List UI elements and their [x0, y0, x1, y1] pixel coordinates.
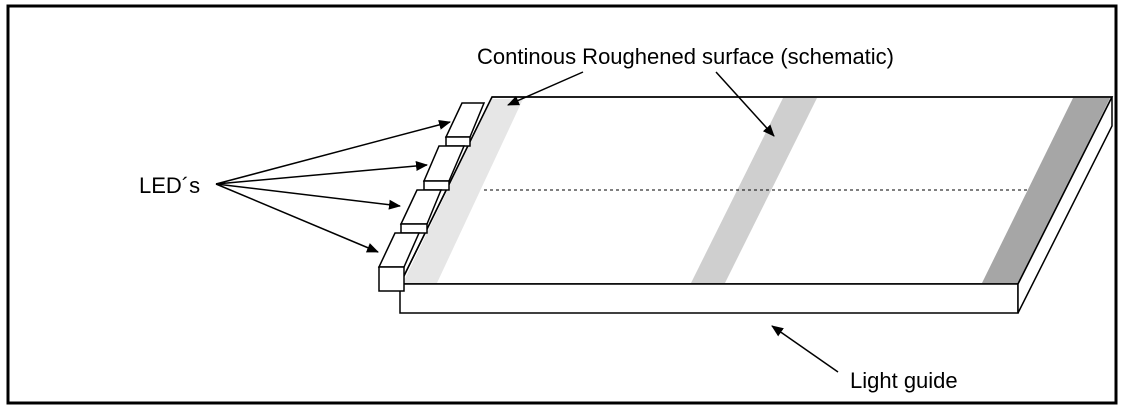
led-arrow-1	[215, 119, 451, 185]
light-guide-label: Light guide	[850, 368, 958, 393]
surface-label: Continous Roughened surface (schematic)	[477, 44, 894, 69]
light-guide-arrow	[771, 325, 839, 373]
light-guide-front-face	[399, 283, 1019, 314]
surface-arrow-right	[715, 71, 775, 137]
led-arrow-2	[215, 161, 428, 185]
roughened-band-left	[403, 99, 523, 283]
figure-frame	[6, 4, 1118, 405]
leds-label: LED´s	[139, 173, 200, 198]
led-1	[444, 102, 486, 147]
roughened-band-right	[982, 98, 1110, 283]
light-guide-right-face	[1017, 96, 1113, 314]
led-arrow-4	[215, 183, 379, 253]
led-arrow-3	[215, 183, 401, 210]
led-4	[377, 232, 421, 292]
surface-arrow-left	[507, 71, 584, 106]
led-3	[399, 189, 443, 234]
led-2	[422, 145, 466, 191]
